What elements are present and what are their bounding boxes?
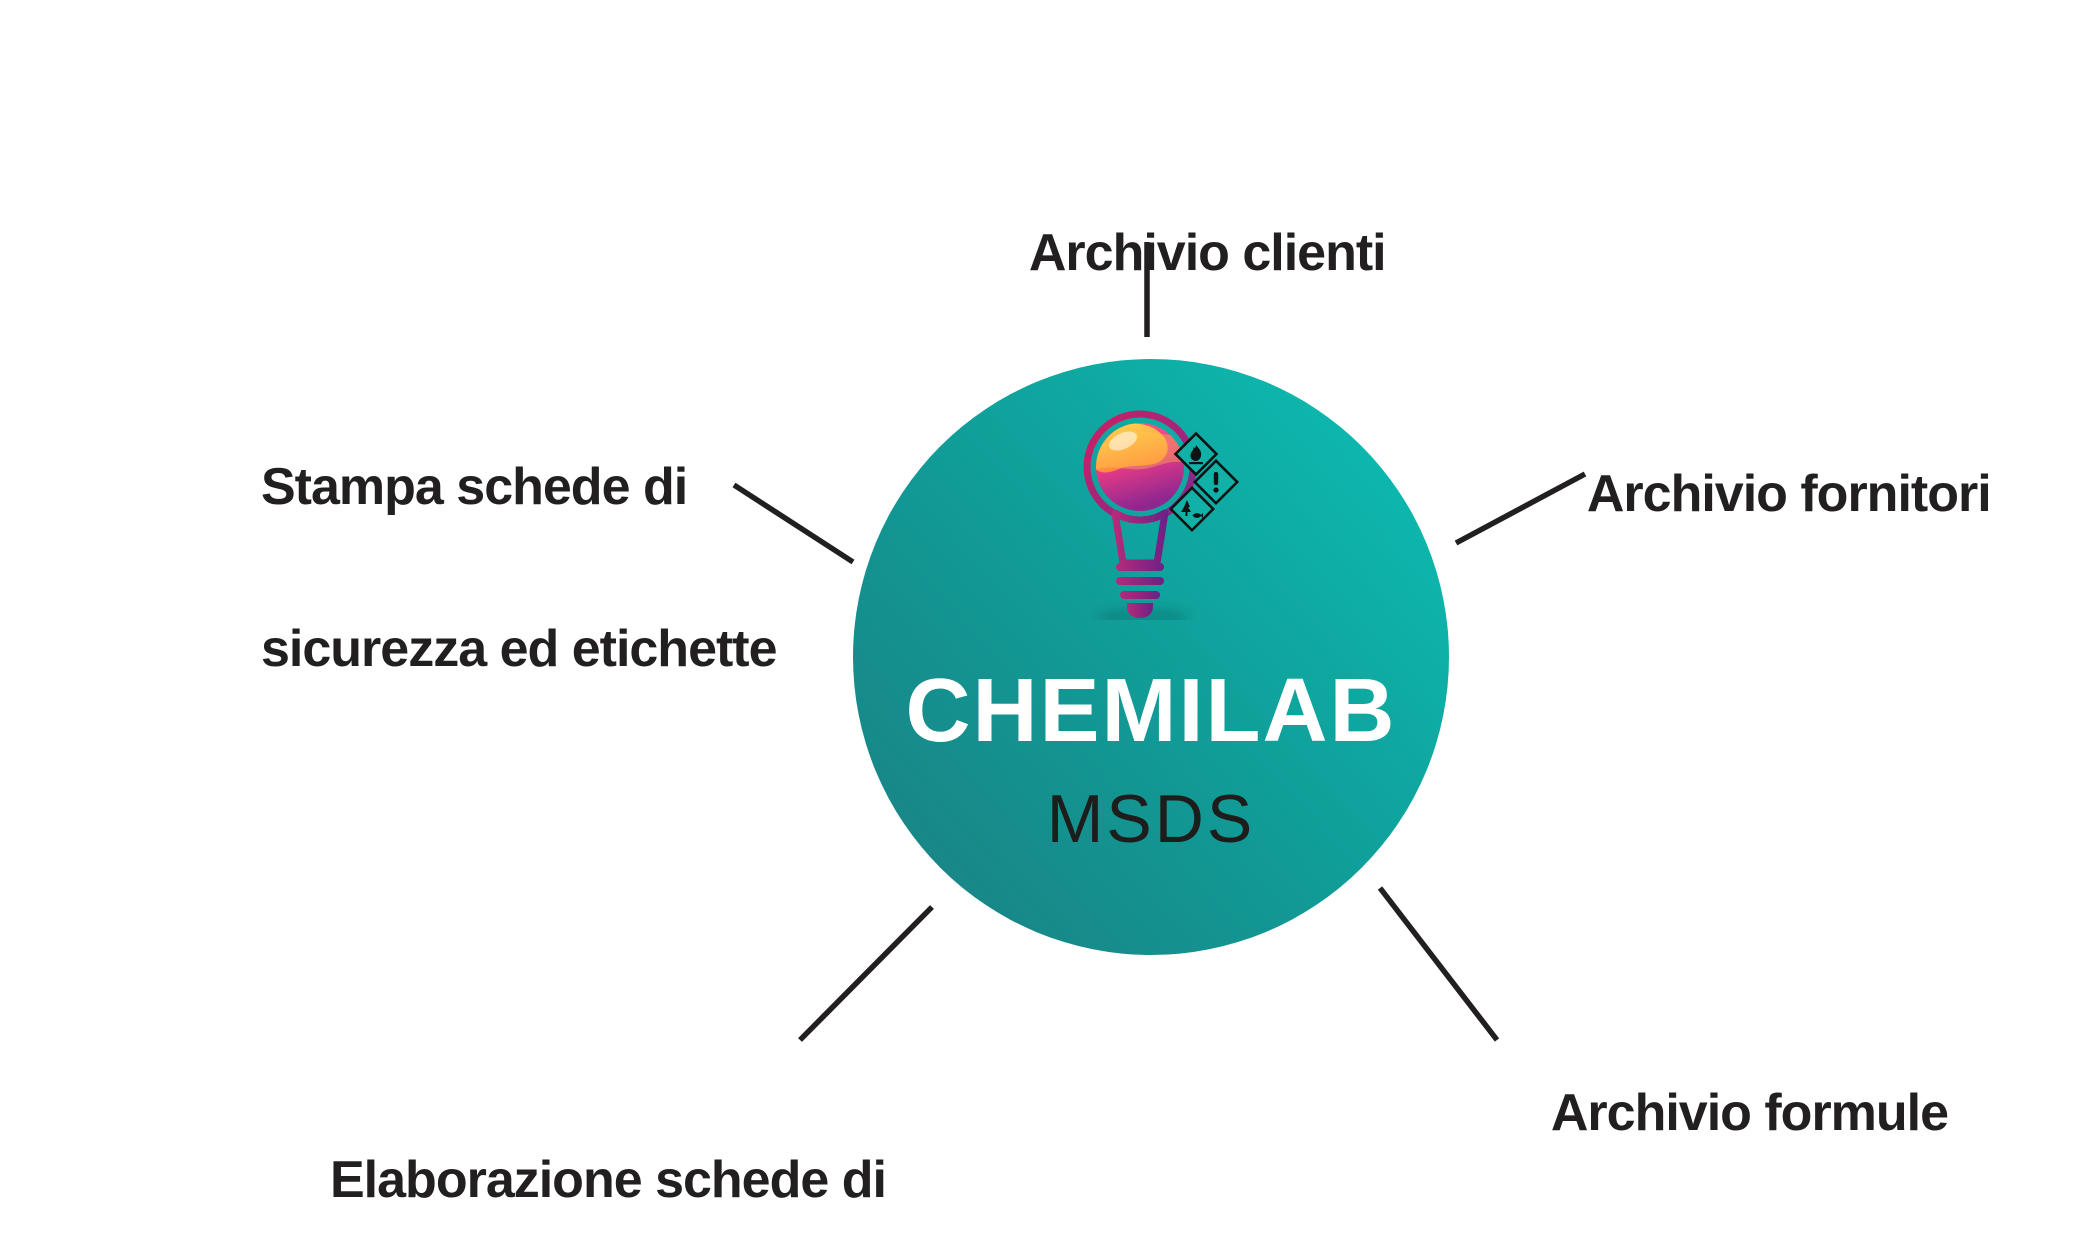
label-stampa-line2: sicurezza ed etichette: [261, 620, 778, 678]
label-stampa-line1: Stampa schede di: [261, 458, 688, 516]
label-archivio-clienti-text: Archivio clienti: [1028, 224, 1387, 282]
flame-pictogram-icon: [1173, 431, 1219, 477]
label-stampa-schede: Stampa schede di sicurezza ed etichette: [261, 352, 778, 784]
label-archivio-formule-text: Archivio formule: [1550, 1084, 1949, 1142]
label-elaborazione-line1: Elaborazione schede di: [330, 1151, 887, 1209]
bulb-swirl: [1096, 423, 1184, 511]
label-archivio-fornitori-text: Archivio fornitori: [1586, 465, 1992, 523]
connector-elaborazione: [798, 905, 934, 1042]
label-archivio-fornitori: Archivio fornitori: [1535, 413, 1992, 575]
label-archivio-formule: Archivio formule: [1499, 1032, 1949, 1194]
bulb-base: [1111, 509, 1169, 618]
label-archivio-clienti: Archivio clienti: [977, 172, 1387, 334]
center-subtitle: MSDS: [1046, 781, 1256, 857]
environment-pictogram-icon: [1168, 485, 1216, 533]
label-elaborazione-schede: Elaborazione schede di sicurezza ed etic…: [330, 1045, 887, 1251]
lightbulb-logo-icon: [1083, 410, 1240, 620]
connector-formule: [1377, 886, 1500, 1042]
center-title: CHEMILAB: [905, 661, 1397, 761]
hazard-pictograms: [1168, 431, 1240, 533]
exclamation-pictogram-icon: [1192, 458, 1240, 506]
